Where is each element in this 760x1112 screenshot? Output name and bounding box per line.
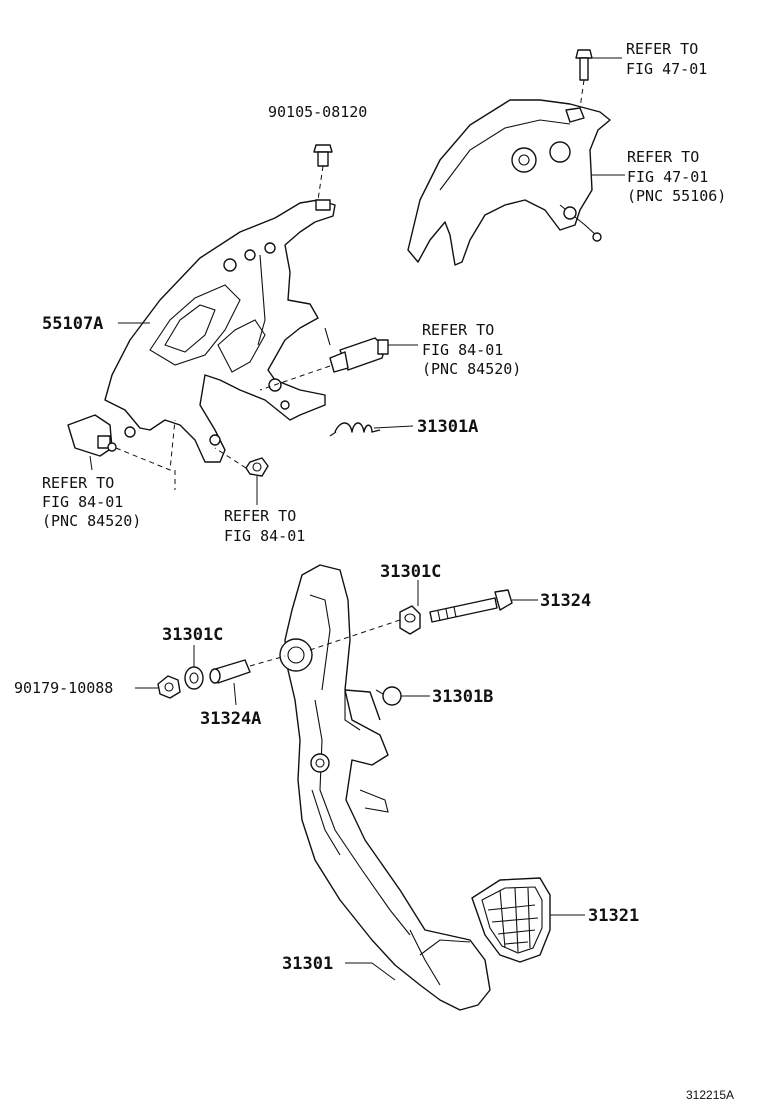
label-bushing-right: 31301C	[380, 562, 441, 582]
bushing-left	[184, 666, 204, 690]
return-spring	[329, 422, 381, 437]
refer-left-line1: REFER TO	[42, 474, 114, 492]
clutch-switch	[259, 337, 389, 391]
refer-top-line1: REFER TO	[626, 40, 698, 58]
refer-mid-line2: FIG 47-01	[627, 168, 708, 186]
bushing-right	[309, 605, 421, 651]
label-pad: 31321	[588, 906, 639, 926]
pedal-bracket	[104, 199, 336, 463]
figure-code: 312215A	[686, 1088, 734, 1102]
refer-left-line2: FIG 84-01	[42, 493, 123, 511]
refer-mid-line3: (PNC 55106)	[627, 187, 726, 205]
pedal-pad	[471, 877, 551, 963]
top-right-bolt	[575, 49, 593, 109]
refer-switch-line3: (PNC 84520)	[422, 360, 521, 378]
label-bushing-left: 31301C	[162, 625, 223, 645]
bracket-bolt	[313, 144, 333, 201]
left-switch	[67, 414, 176, 490]
label-collar: 31324A	[200, 709, 261, 729]
collar	[209, 655, 286, 684]
bracket-nut	[214, 447, 269, 477]
clutch-pedal-arm	[279, 564, 491, 1011]
upper-bracket-assembly	[407, 99, 611, 266]
refer-switch-line2: FIG 84-01	[422, 341, 503, 359]
label-nut: 90179-10088	[14, 679, 113, 697]
refer-nut-line2: FIG 84-01	[224, 527, 305, 545]
label-stopper: 31301B	[432, 687, 493, 707]
label-bolt-top: 90105-08120	[268, 103, 367, 121]
refer-mid-line1: REFER TO	[627, 148, 699, 166]
label-bolt-long: 31324	[540, 591, 591, 611]
leader-lines	[89, 57, 625, 981]
refer-left-line3: (PNC 84520)	[42, 512, 141, 530]
refer-nut-line1: REFER TO	[224, 507, 296, 525]
label-pedal: 31301	[282, 954, 333, 974]
pedal-stopper	[375, 686, 402, 706]
pedal-nut	[157, 675, 181, 699]
label-bracket: 55107A	[42, 314, 103, 334]
refer-switch-line1: REFER TO	[422, 321, 494, 339]
part-labels: REFER TO FIG 47-01 90105-08120 REFER TO …	[14, 40, 734, 1102]
refer-top-line2: FIG 47-01	[626, 60, 707, 78]
pedal-shaft-bolt	[429, 589, 513, 623]
label-spring: 31301A	[417, 417, 478, 437]
